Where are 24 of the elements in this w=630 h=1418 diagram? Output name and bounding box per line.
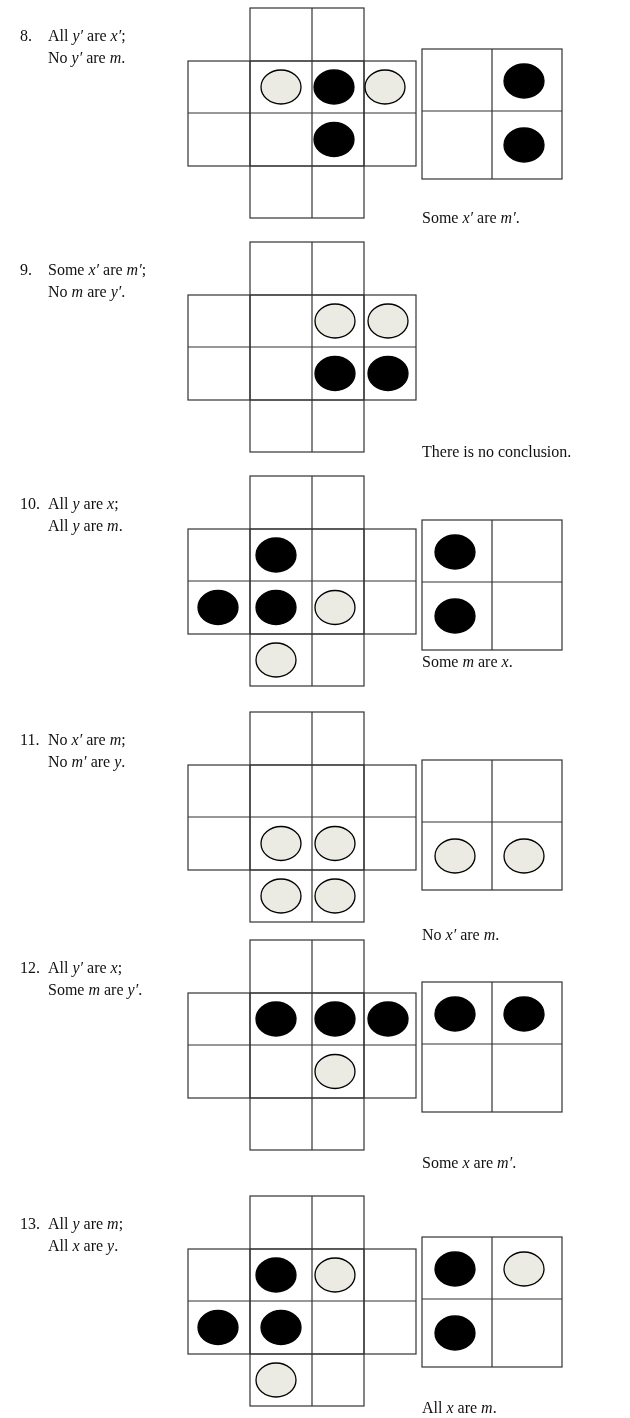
conclusion-text: Some x′ are m′. [422, 208, 520, 228]
conclusion-text: Some m are x. [422, 652, 513, 672]
item-number: 11. [20, 730, 40, 750]
premise-text: No x′ are m; [48, 730, 126, 750]
conclusion-text: All x are m. [422, 1398, 497, 1418]
premise-text: All x are y. [48, 1236, 119, 1256]
item-number: 9. [20, 260, 32, 280]
premise-text: No y′ are m. [48, 48, 126, 68]
premise-text: All y are x; [48, 494, 119, 514]
premise-text: All y′ are x; [48, 958, 123, 978]
item-number: 8. [20, 26, 32, 46]
premise-text: No m′ are y. [48, 752, 126, 772]
premise-text: All y are m. [48, 516, 123, 536]
conclusion-text: Some x are m′. [422, 1153, 517, 1173]
conclusion-text: There is no conclusion. [422, 442, 572, 462]
item-number: 13. [20, 1214, 40, 1234]
item-number: 10. [20, 494, 40, 514]
premise-text: Some x′ are m′; [48, 260, 147, 280]
premise-text: No m are y′. [48, 282, 126, 302]
item-number: 12. [20, 958, 40, 978]
premise-text: All y are m; [48, 1214, 124, 1234]
conclusion-text: No x′ are m. [422, 925, 500, 945]
premise-text: Some m are y′. [48, 980, 143, 1000]
premise-text: All y′ are x′; [48, 26, 126, 46]
